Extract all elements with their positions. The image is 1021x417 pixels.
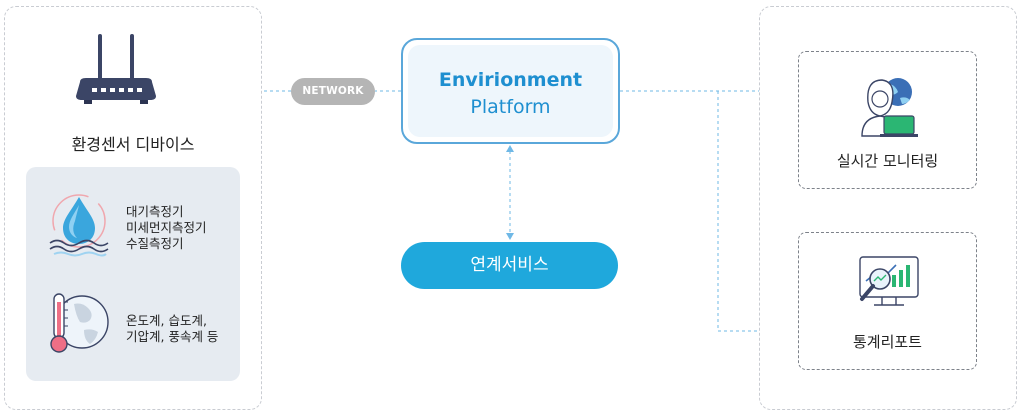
linkage-service-button[interactable]: 연계서비스 — [401, 242, 618, 289]
sensor-item: 수질측정기 — [126, 236, 184, 251]
sensor-item: 미세먼지측정기 — [126, 220, 207, 235]
service-card-report[interactable]: 통계리포트 — [798, 232, 977, 370]
sensor-group-2-text: 온도계, 습도계, 기압계, 풍속계 등 — [126, 313, 218, 345]
service-label-report: 통계리포트 — [852, 333, 922, 351]
network-label: NETWORK — [291, 78, 375, 105]
platform-subtitle: Platform — [470, 96, 551, 118]
platform-inner — [408, 45, 613, 137]
monitoring-person-icon — [861, 78, 918, 137]
service-label-monitoring: 실시간 모니터링 — [836, 152, 939, 170]
sensor-item: 기압계, 풍속계 등 — [126, 329, 219, 344]
router-icon — [76, 34, 156, 104]
thermometer-globe-icon — [50, 293, 109, 353]
water-drop-sensor-icon — [49, 194, 109, 257]
service-card-monitoring[interactable]: 실시간 모니터링 — [798, 51, 977, 189]
sensor-item: 대기측정기 — [126, 204, 184, 219]
platform-box: Envirionment Platform — [401, 38, 620, 144]
sensor-group-1-text: 대기측정기 미세먼지측정기 수질측정기 — [126, 204, 207, 252]
device-panel-title: 환경센서 디바이스 — [71, 135, 195, 154]
sensor-item: 온도계, 습도계, — [126, 313, 207, 328]
platform-title: Envirionment — [438, 69, 583, 91]
statistics-report-icon — [859, 256, 919, 306]
